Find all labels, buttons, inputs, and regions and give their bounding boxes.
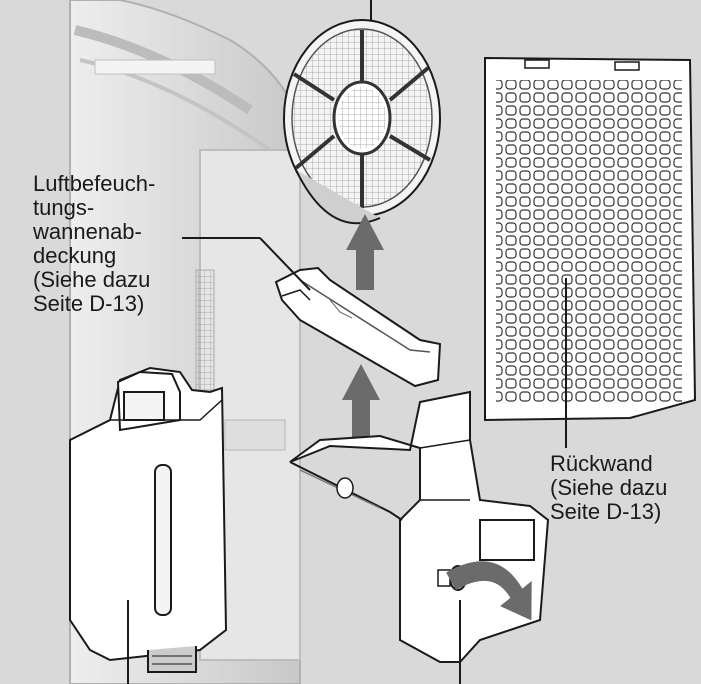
label-line: (Siehe dazu <box>33 267 151 292</box>
label-humidifier-tray-cover: Luftbefeuch- tungs- wannenab- deckung (S… <box>33 172 155 316</box>
water-tank <box>69 366 228 673</box>
up-arrow-icon <box>342 364 380 440</box>
label-line: Seite D-13) <box>33 291 145 316</box>
label-line: Seite D-13) <box>550 499 662 524</box>
label-line: wannenab- <box>33 219 142 244</box>
label-line: deckung <box>33 243 117 268</box>
label-line: (Siehe dazu <box>550 475 668 500</box>
label-line: tungs- <box>33 195 95 220</box>
label-line: Rückwand <box>550 451 653 476</box>
label-back-panel: Rückwand (Siehe dazu Seite D-13) <box>550 452 667 524</box>
back-panel <box>484 56 697 422</box>
humidifying-filter <box>283 19 441 225</box>
humidifier-tray <box>289 390 550 663</box>
label-line: Luftbefeuch- <box>33 171 156 196</box>
tray-cover-leader-line <box>259 237 311 291</box>
up-arrow-icon <box>346 214 384 290</box>
curved-arrow-icon <box>446 561 532 621</box>
humidifier-tray-cover <box>274 266 442 388</box>
